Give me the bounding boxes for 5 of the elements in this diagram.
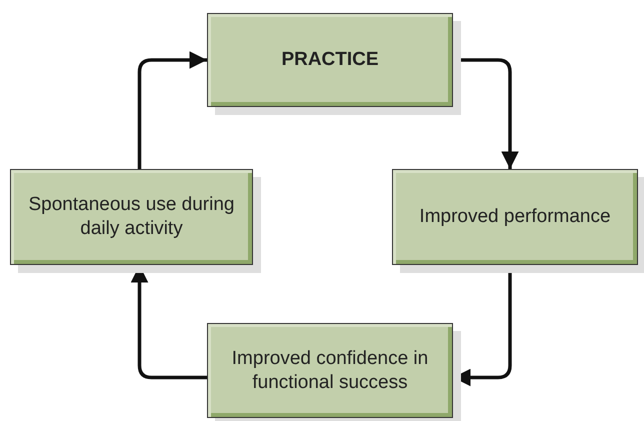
box-label: Spontaneous use during daily activity [28, 193, 236, 241]
arrow [138, 51, 207, 169]
box-label: Improved confidence in functional success [230, 346, 430, 394]
box-label: Improved performance [419, 205, 611, 229]
box-label: PRACTICE [281, 48, 379, 72]
